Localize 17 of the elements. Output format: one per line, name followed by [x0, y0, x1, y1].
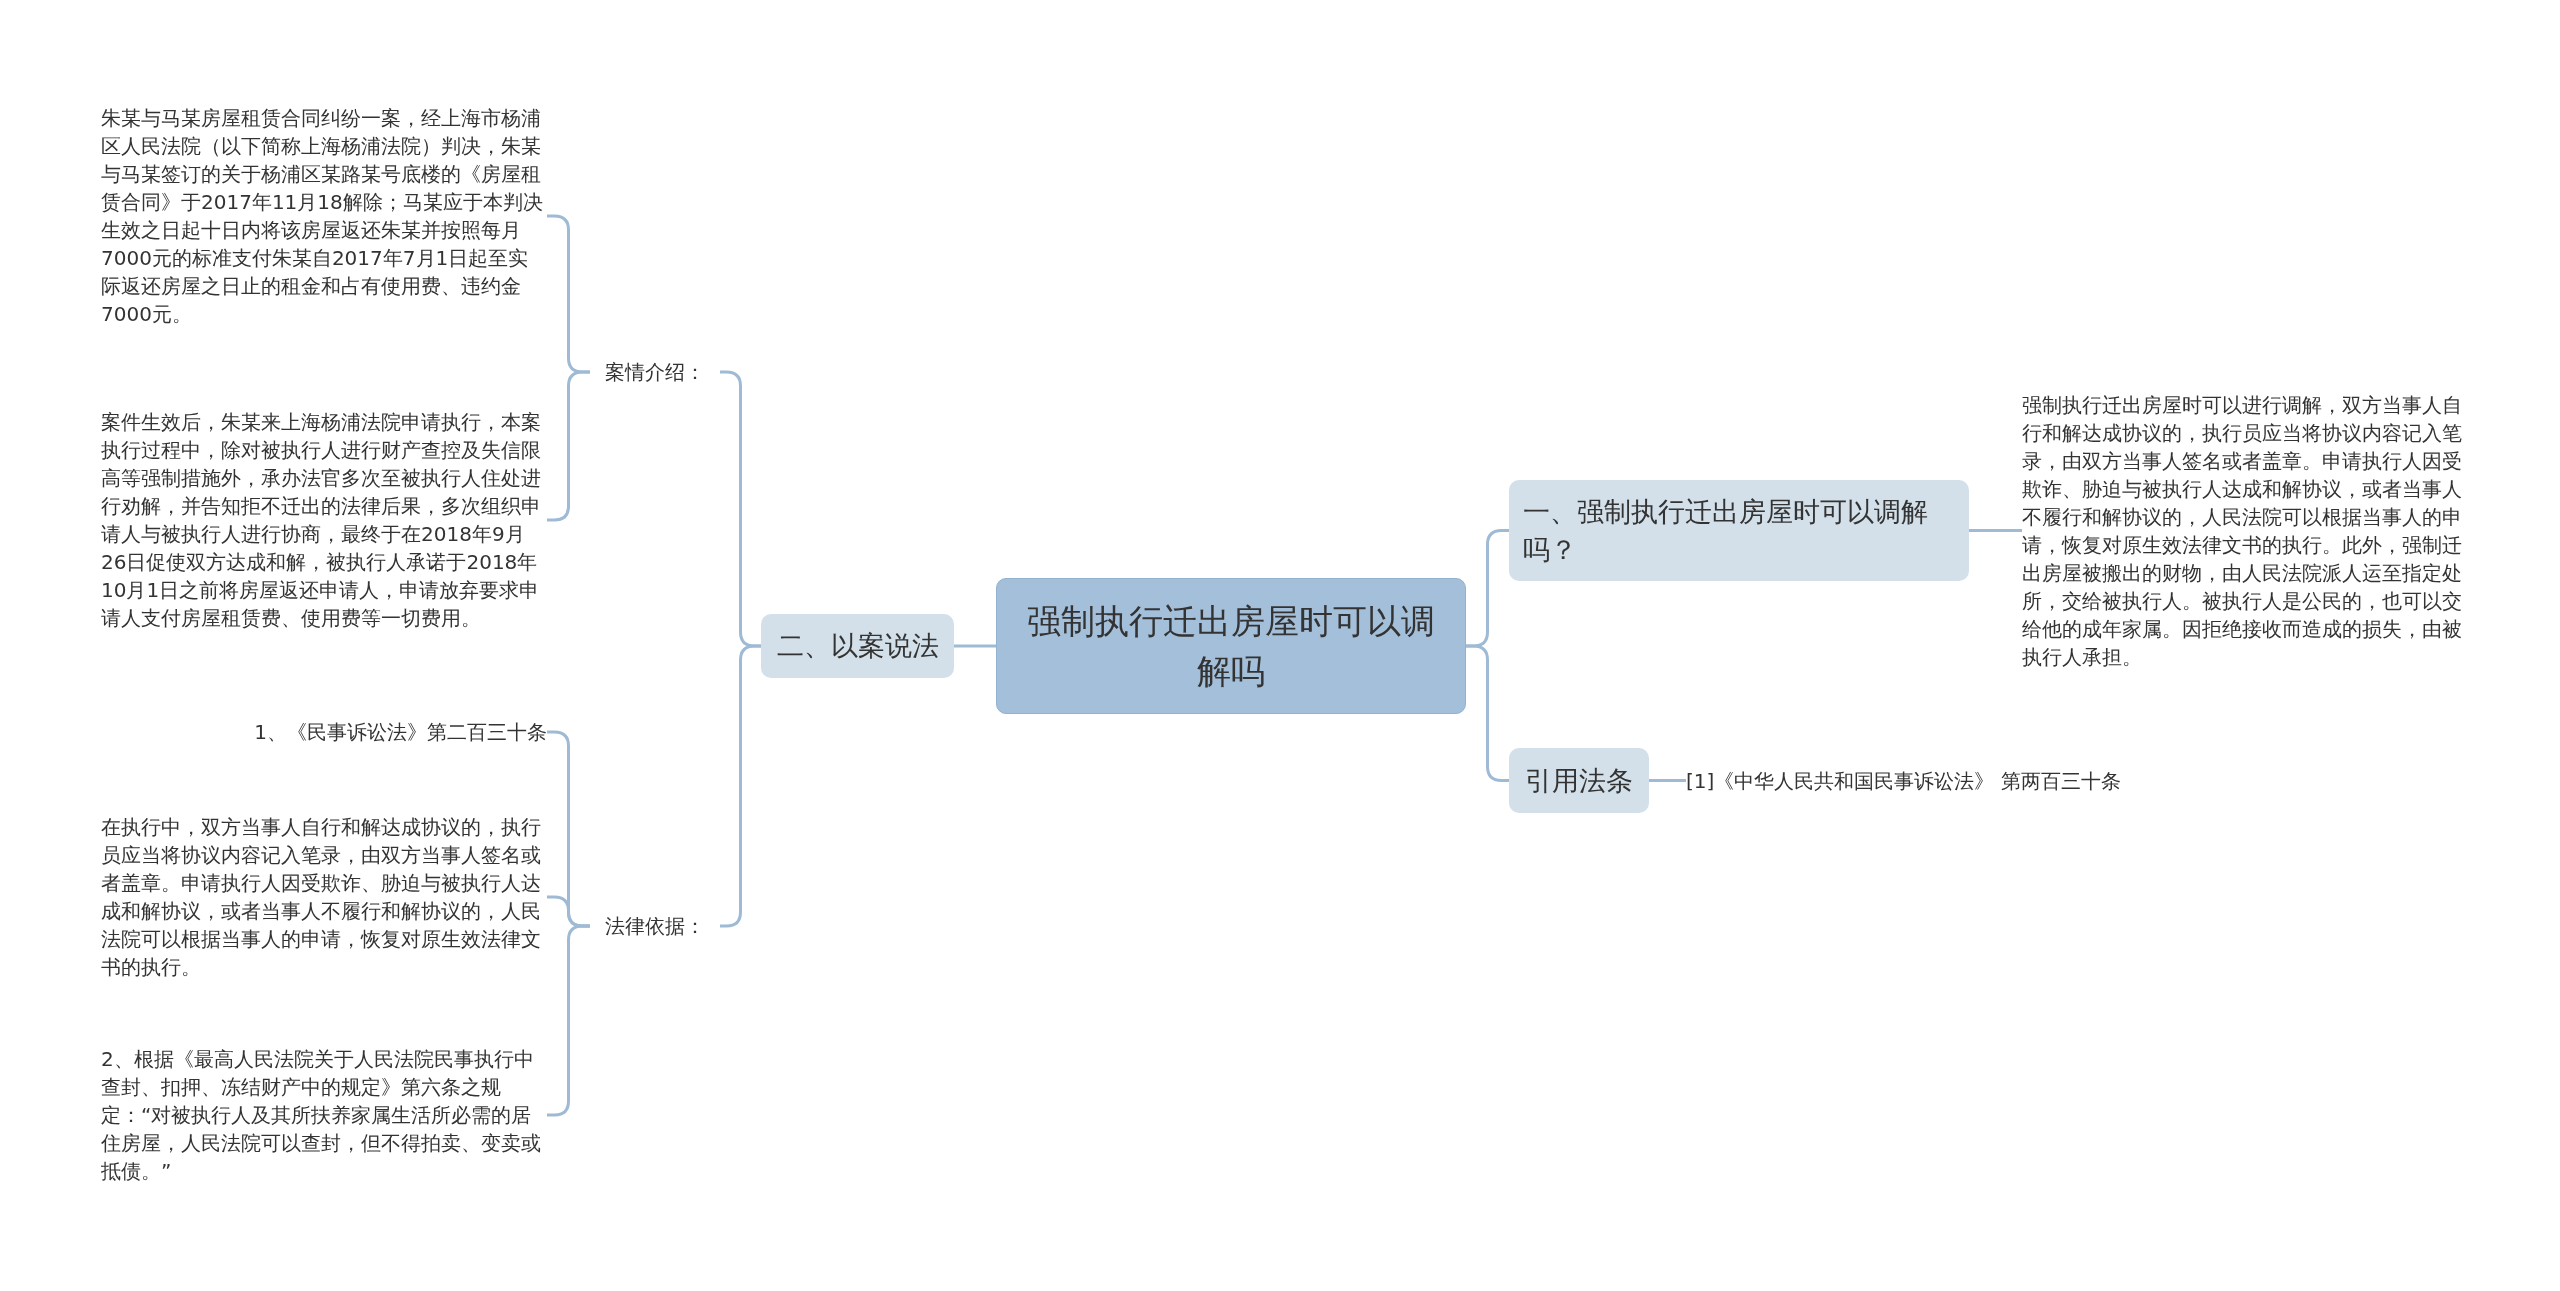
- note-text: 朱某与马某房屋租赁合同纠纷一案，经上海市杨浦区人民法院（以下简称上海杨浦法院）判决，朱某与马某签订的关于杨浦区某路某号底楼的《房屋租赁合同》于2017年11月18解除；马某应于本判决生效之日起十日内将该房屋返还朱某并按照每月7000元的标准支付朱某自2017年7月1日起至实际返还房屋之日止的租金和占有使用费、违约金7000元。: [101, 100, 547, 332]
- note-text: 2、根据《最高人民法院关于人民法院民事执行中查封、扣押、冻结财产中的规定》第六条之规定：“对被执行人及其所扶养家属生活所必需的居住房屋，人民法院可以查封，但不得拍卖、变卖或抵债。”: [101, 1041, 547, 1189]
- topic-box: 二、以案说法: [761, 614, 954, 678]
- note-text: 强制执行迁出房屋时可以进行调解，双方当事人自行和解达成协议的，执行员应当将协议内容记入笔录，由双方当事人签名或者盖章。申请执行人因受欺诈、胁迫与被执行人达成和解协议，或者当事人不履行和解协议的，人民法院可以根据当事人的申请，恢复对原生效法律文书的执行。此外，强制迁出房屋被搬出的财物，由人民法院派人运至指定处所，交给被执行人。被执行人是公民的，也可以交给他的成年家属。因拒绝接收而造成的损失，由被执行人承担。: [2022, 372, 2466, 690]
- topic-box: 一、强制执行迁出房屋时可以调解吗？: [1509, 480, 1969, 581]
- connector-line: [1969, 529, 2022, 532]
- branch-label: 法律依据：: [590, 909, 720, 943]
- note-text: 在执行中，双方当事人自行和解达成协议的，执行员应当将协议内容记入笔录，由双方当事人签名或者盖章。申请执行人因受欺诈、胁迫与被执行人达成和解协议，或者当事人不履行和解协议的，人民法院可以根据当事人的申请，恢复对原生效法律文书的执行。: [101, 810, 547, 984]
- connector-line: [954, 644, 996, 648]
- note-text: 案件生效后，朱某来上海杨浦法院申请执行，本案执行过程中，除对被执行人进行财产查控及失信限高等强制措施外，承办法官多次至被执行人住处进行劝解，并告知拒不迁出的法律后果，多次组织申请人与被执行人进行协商，最终于在2018年9月26日促使双方达成和解，被执行人承诺于2018年10月1日之前将房屋返还申请人，申请放弃要求申请人支付房屋租赁费、使用费等一切费用。: [101, 390, 547, 650]
- connector-line: [1649, 779, 1686, 782]
- note-text: [1]《中华人民共和国民事诉讼法》 第两百三十条: [1686, 750, 2136, 812]
- branch-label: 案情介绍：: [590, 355, 720, 389]
- topic-box: 引用法条: [1509, 748, 1649, 813]
- central-topic-box: 强制执行迁出房屋时可以调解吗: [996, 578, 1466, 714]
- note-text: 1、《民事诉讼法》第二百三十条: [101, 716, 547, 748]
- connector-line: [1466, 644, 1509, 782]
